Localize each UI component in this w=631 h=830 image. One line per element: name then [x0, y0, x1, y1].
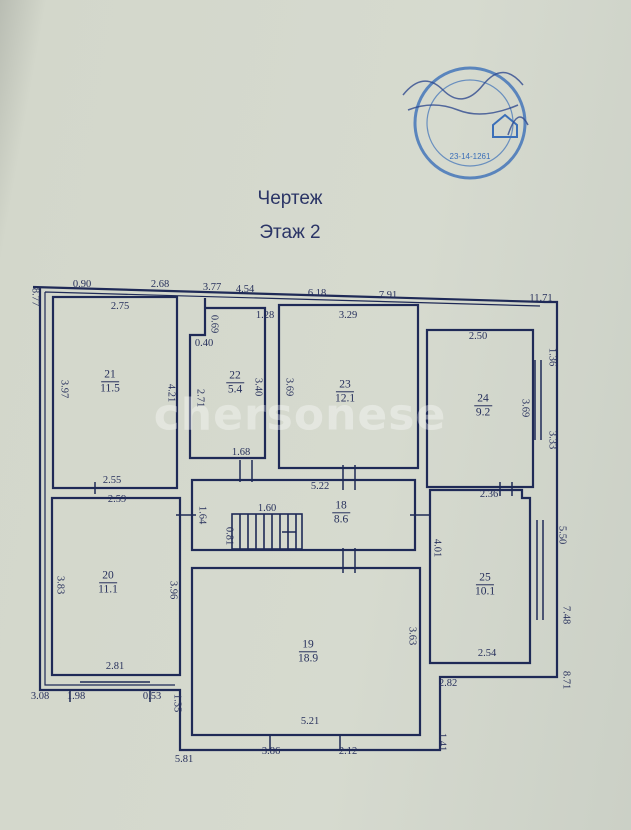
dimension-label: 2.12 [338, 745, 358, 757]
dimension-label: 3.69 [283, 377, 295, 397]
dimension-label: 7.91 [378, 289, 398, 301]
dimension-label: 11.71 [529, 292, 553, 304]
dimension-label: 2.55 [102, 474, 122, 486]
room-23-outline [277, 303, 420, 470]
dimension-label: 3.29 [338, 309, 358, 321]
dimension-label: 2.54 [477, 647, 497, 659]
dimension-label: 3.96 [167, 580, 179, 600]
room-number: 21 [101, 368, 119, 383]
room-area: 8.6 [333, 513, 349, 526]
dimension-label: 0.81 [223, 526, 235, 546]
outer-wall [32, 285, 559, 752]
dimension-label: 3.97 [58, 379, 70, 399]
room-area: 5.4 [227, 383, 243, 396]
room-25-outline [428, 488, 532, 665]
dimension-label: 3.08 [30, 690, 50, 702]
room-area: 11.1 [98, 583, 118, 596]
dimension-label: 1.35 [171, 693, 183, 713]
room-20-outline [50, 496, 182, 677]
room-area: 10.1 [474, 585, 496, 598]
dimension-label: 1.28 [255, 309, 275, 321]
staircase [231, 513, 303, 550]
floor-title: Этаж 2 [259, 222, 321, 243]
dimension-label: 0.53 [142, 690, 162, 702]
stamp-seal: 23-14-1261 [402, 66, 529, 180]
room-area: 9.2 [475, 406, 491, 419]
dimension-label: 2.81 [105, 660, 125, 672]
dimension-label: 4.21 [165, 383, 177, 403]
room-area: 12.1 [334, 392, 356, 405]
room-number: 23 [336, 378, 354, 393]
dimension-label: 0.69 [208, 314, 220, 334]
watermark: chersonese [153, 389, 447, 441]
dimension-label: 3.33 [546, 430, 558, 450]
dimension-label: 5.81 [174, 753, 194, 765]
dimension-label: 2.68 [150, 278, 170, 290]
svg-text:23-14-1261: 23-14-1261 [450, 152, 491, 161]
dimension-label: 2.75 [110, 300, 130, 312]
dimension-label: 2.36 [479, 488, 499, 500]
dimension-label: 5.22 [310, 480, 330, 492]
outer-wall-inner [44, 291, 541, 686]
dimension-label: 0.40 [194, 337, 214, 349]
room-area: 11.5 [100, 382, 120, 395]
room-number: 18 [332, 499, 350, 514]
room-21-outline [51, 295, 179, 490]
dimension-label: 3.83 [54, 575, 66, 595]
room-number: 20 [99, 569, 117, 584]
dimension-label: 8.71 [560, 670, 572, 690]
dimension-label: 1.60 [257, 502, 277, 514]
room-19-outline [190, 566, 422, 737]
dimension-label: 5.50 [556, 525, 568, 545]
room-area: 18.9 [297, 652, 319, 665]
room-22-outline [188, 298, 267, 460]
dimension-label: 1.98 [66, 690, 86, 702]
dimension-label: 3.40 [252, 377, 264, 397]
dimension-label: 7.48 [560, 605, 572, 625]
dimension-label: 8.77 [29, 287, 41, 307]
drawing-title: Чертеж [257, 188, 323, 209]
dimension-label: 3.86 [261, 745, 281, 757]
room-number: 22 [226, 369, 244, 384]
room-number: 25 [476, 571, 494, 586]
dimension-label: 1.41 [436, 732, 448, 752]
dimension-label: 4.01 [431, 538, 443, 558]
dimension-label: 3.77 [202, 281, 222, 293]
dimension-label: 0.90 [72, 278, 92, 290]
dimension-label: 2.59 [107, 493, 127, 505]
window-marks [69, 360, 544, 750]
dimension-label: 3.63 [406, 626, 418, 646]
dimension-label: 2.82 [438, 677, 458, 689]
room-24-outline [425, 328, 535, 489]
dimension-label: 3.69 [519, 398, 531, 418]
dimension-label: 6.18 [307, 287, 327, 299]
dimension-label: 2.50 [468, 330, 488, 342]
dimension-label: 1.68 [231, 446, 251, 458]
room-number: 24 [474, 392, 492, 407]
room-number: 19 [299, 638, 317, 653]
dimension-label: 1.64 [196, 505, 208, 525]
dimension-label: 2.71 [194, 388, 206, 408]
dimension-label: 5.21 [300, 715, 320, 727]
dimension-label: 4.54 [235, 283, 255, 295]
dimension-label: 1.36 [546, 347, 558, 367]
